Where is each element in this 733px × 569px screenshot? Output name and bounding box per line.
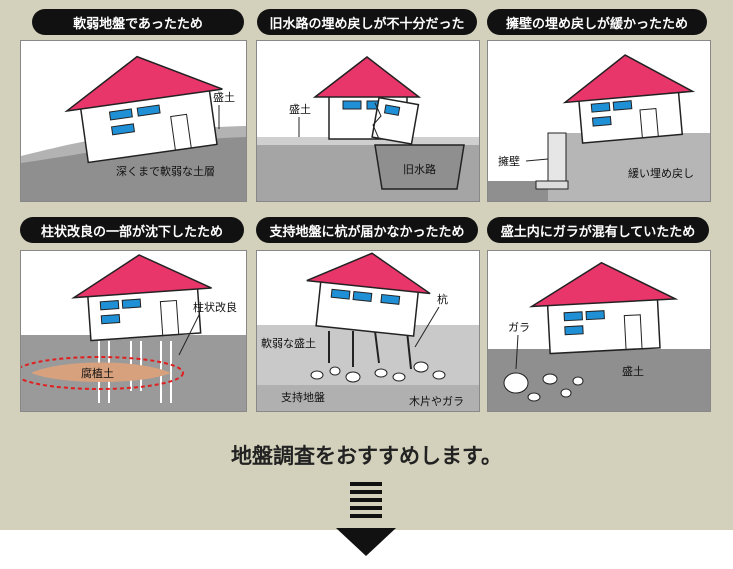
label-soft-fill: 軟弱な盛土 bbox=[261, 336, 316, 350]
panel-4-title: 柱状改良の一部が沈下したため bbox=[20, 217, 244, 243]
label-retaining-wall: 擁壁 bbox=[498, 154, 520, 168]
label-bearing-ground: 支持地盤 bbox=[281, 390, 325, 404]
panel-5-piles: 杭 軟弱な盛土 支持地盤 木片やガラ bbox=[256, 250, 480, 412]
recommendation-caption: 地盤調査をおすすめします。 bbox=[231, 444, 502, 468]
label-fill-1: 盛土 bbox=[213, 90, 235, 104]
panel-3-retaining-wall: 擁壁 緩い埋め戻し bbox=[487, 40, 711, 202]
panel-1-soft-ground: 盛土 深くまで軟弱な土層 bbox=[20, 40, 247, 202]
label-fill-2: 盛土 bbox=[289, 102, 311, 116]
panel-5-title: 支持地盤に杭が届かなかったため bbox=[256, 217, 478, 243]
label-soil-column: 柱状改良 bbox=[193, 300, 237, 314]
panel-2-old-channel: 盛土 旧水路 bbox=[256, 40, 480, 202]
label-loose-backfill: 緩い埋め戻し bbox=[628, 167, 694, 180]
down-arrow-icon bbox=[336, 482, 396, 556]
label-fill-6: 盛土 bbox=[622, 364, 644, 378]
label-old-channel: 旧水路 bbox=[403, 163, 436, 176]
label-soft-layer: 深くまで軟弱な土層 bbox=[116, 164, 215, 178]
panel-6-title: 盛土内にガラが混有していたため bbox=[487, 217, 709, 243]
label-pile: 杭 bbox=[437, 292, 448, 306]
panel-3-title: 擁壁の埋め戻しが緩かったため bbox=[487, 9, 707, 35]
label-rubble: ガラ bbox=[508, 321, 530, 334]
panel-2-title: 旧水路の埋め戻しが不十分だった bbox=[257, 9, 477, 35]
label-debris: 木片やガラ bbox=[409, 395, 464, 408]
panel-4-soil-columns: 腐植土 柱状改良 bbox=[20, 250, 247, 412]
panel-1-title: 軟弱地盤であったため bbox=[32, 9, 244, 35]
panel-6-rubble: ガラ 盛土 bbox=[487, 250, 711, 412]
label-humus: 腐植土 bbox=[81, 366, 114, 380]
